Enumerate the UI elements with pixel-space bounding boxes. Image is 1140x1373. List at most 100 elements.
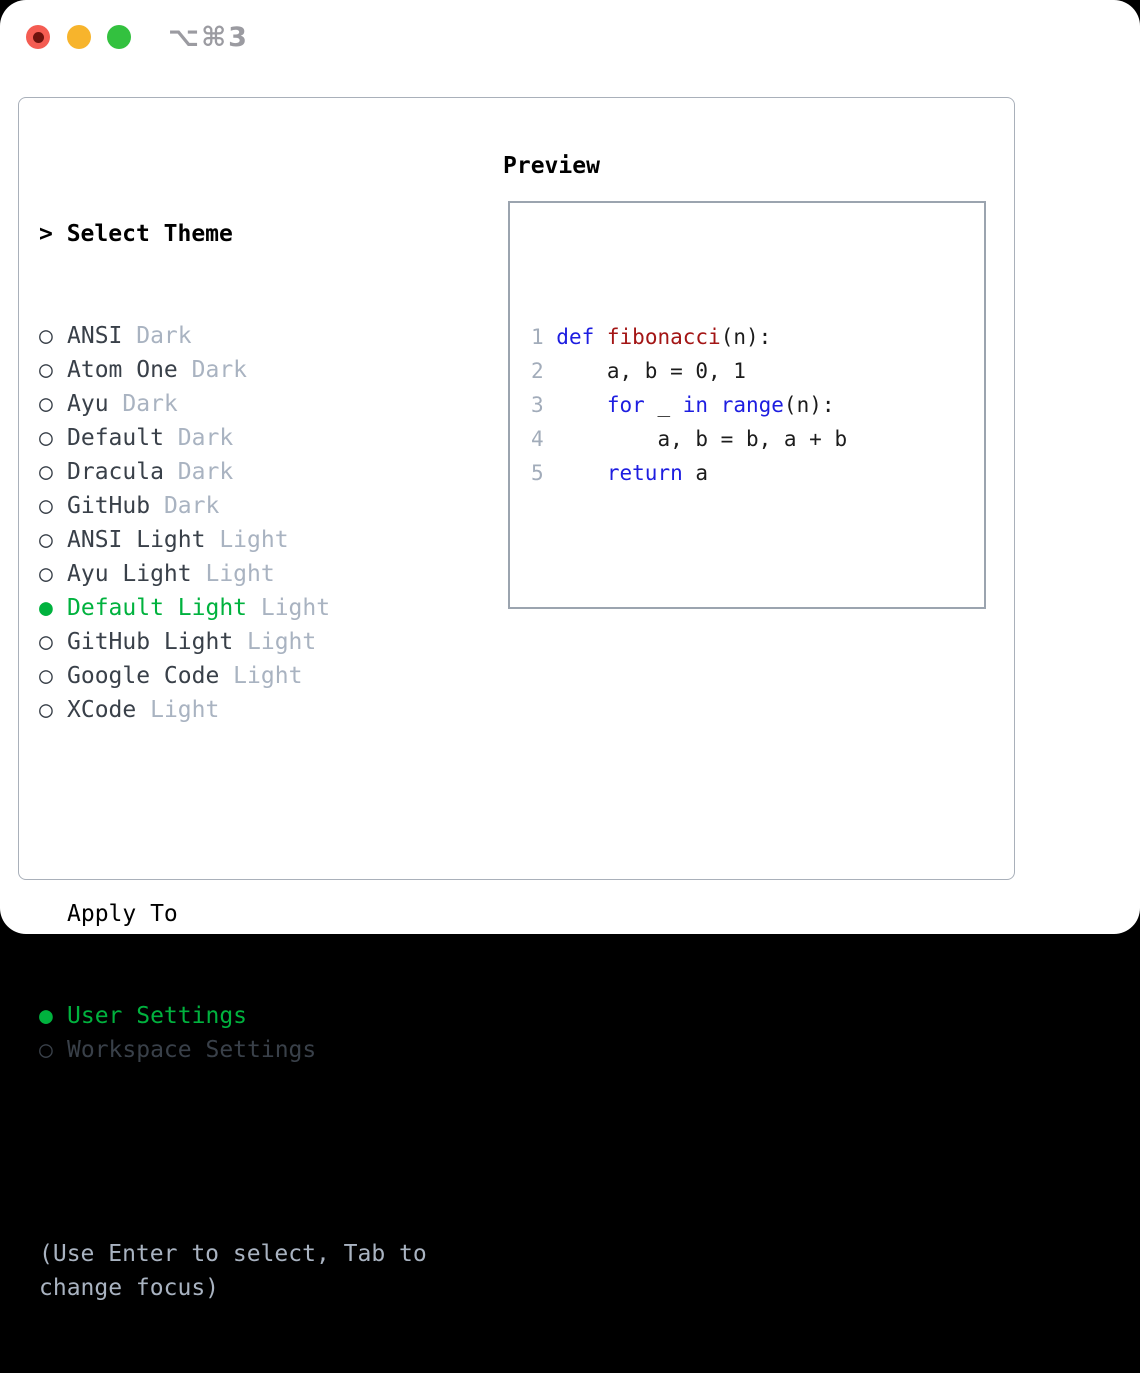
theme-option-ansi[interactable]: ○ ANSI Dark	[39, 319, 499, 353]
theme-name: Dracula	[67, 459, 164, 485]
code-token-plain	[594, 325, 607, 349]
theme-name: Google Code	[67, 663, 220, 689]
code-token-keyword: in	[682, 393, 709, 417]
spacer-row	[39, 1135, 499, 1169]
apply-option-label: Workspace Settings	[67, 1037, 317, 1063]
minimize-button[interactable]	[67, 25, 91, 49]
theme-option-github[interactable]: ○GitHub Dark	[39, 489, 499, 523]
theme-option-default-light[interactable]: ●Default Light Light	[39, 591, 499, 625]
code-token-function: fibonacci	[606, 325, 721, 349]
theme-picker-panel: > Select Theme ○ANSI Dark○Atom One Dark○…	[18, 97, 1015, 1301]
code-token-keyword: range	[720, 393, 784, 417]
line-number: 3	[531, 393, 557, 417]
code-token-plain	[556, 461, 607, 485]
code-line: 4 a, b = b, a + b	[531, 422, 984, 456]
close-dot-icon	[32, 31, 44, 43]
code-token-plain	[708, 393, 721, 417]
code-token-plain: a, b = 0, 1	[556, 359, 746, 383]
theme-variant: Dark	[122, 323, 192, 349]
code-token-keyword: def	[556, 325, 595, 349]
code-line: 1 def fibonacci(n):	[531, 320, 984, 354]
radio-unselected-icon: ○	[39, 357, 53, 383]
radio-unselected-icon: ○	[39, 697, 53, 723]
line-number: 2	[531, 359, 557, 383]
theme-variant: Light	[219, 663, 303, 689]
theme-option-ayu[interactable]: ○ Ayu Dark	[39, 387, 499, 421]
apply-option-workspace-settings[interactable]: ○ Workspace Settings	[39, 1033, 499, 1067]
radio-unselected-icon: ○	[39, 425, 53, 451]
theme-option-ansi-light[interactable]: ○ ANSI Light Light	[39, 523, 499, 557]
code-token-plain: a, b = b, a + b	[556, 427, 848, 451]
theme-option-dracula[interactable]: ○ Dracula Dark	[39, 455, 499, 489]
code-token-plain: (n):	[720, 325, 772, 349]
prompt-caret: >	[39, 221, 67, 247]
radio-selected-icon: ●	[39, 1003, 53, 1029]
apply-to-header: Apply To	[67, 901, 178, 927]
radio-unselected-icon: ○	[39, 663, 53, 689]
apply-to-list: ● User Settings ○ Workspace Settings	[39, 999, 499, 1067]
left-column: > Select Theme ○ANSI Dark○Atom One Dark○…	[39, 149, 499, 1373]
radio-unselected-icon: ○	[39, 323, 53, 349]
theme-variant: Dark	[163, 425, 234, 451]
select-theme-header: > Select Theme	[39, 217, 499, 251]
theme-option-google-code[interactable]: ○ Google Code Light	[39, 659, 499, 693]
theme-option-xcode[interactable]: ○ XCode Light	[39, 693, 499, 727]
code-token-plain: _	[644, 393, 683, 417]
line-number: 4	[531, 427, 557, 451]
theme-option-atom-one[interactable]: ○ Atom One Dark	[39, 353, 499, 387]
theme-name: GitHub	[67, 493, 151, 519]
select-theme-title: Select Theme	[66, 221, 233, 247]
theme-name: Ayu	[67, 391, 109, 417]
close-button[interactable]	[26, 25, 50, 49]
code-token-keyword: return	[606, 461, 683, 485]
theme-option-ayu-light[interactable]: ○Ayu Light Light	[39, 557, 499, 591]
theme-name: Default	[67, 425, 164, 451]
line-number: 1	[531, 325, 557, 349]
theme-variant: Dark	[150, 493, 220, 519]
keyboard-shortcut-label: ⌥⌘3	[168, 22, 249, 53]
code-token-plain	[556, 393, 607, 417]
theme-name: GitHub Light	[67, 629, 234, 655]
code-line: 5 return a	[531, 456, 984, 490]
theme-name: XCode	[67, 697, 137, 723]
theme-name: ANSI	[67, 323, 123, 349]
theme-name: Ayu Light	[67, 561, 192, 587]
theme-variant: Light	[247, 595, 331, 621]
line-number: 5	[531, 461, 557, 485]
radio-unselected-icon: ○	[39, 629, 53, 655]
preview-title: Preview	[503, 153, 600, 179]
radio-unselected-icon: ○	[39, 459, 53, 485]
radio-unselected-icon: ○	[39, 391, 53, 417]
theme-name: ANSI Light	[67, 527, 206, 553]
code-line: 3 for _ in range(n):	[531, 388, 984, 422]
theme-variant: Light	[136, 697, 220, 723]
radio-unselected-icon: ○	[39, 1037, 53, 1063]
titlebar: ⌥⌘3	[0, 0, 1140, 74]
theme-variant: Light	[191, 561, 275, 587]
code-token-plain: (n):	[783, 393, 835, 417]
theme-name: Default Light	[67, 595, 248, 621]
theme-option-default[interactable]: ○ Default Dark	[39, 421, 499, 455]
help-line: (Use Enter to select, Tab to	[39, 1241, 427, 1267]
theme-variant: Light	[233, 629, 317, 655]
theme-variant: Dark	[177, 357, 248, 383]
zoom-button[interactable]	[107, 25, 131, 49]
radio-unselected-icon: ○	[39, 527, 53, 553]
theme-option-github-light[interactable]: ○ GitHub Light Light	[39, 625, 499, 659]
code-line: 2 a, b = 0, 1	[531, 354, 984, 388]
app-window: ⌥⌘3 > Select Theme ○ ANSI Dark ○ Atom One D…	[0, 0, 1140, 1301]
blank-code-line	[531, 558, 984, 592]
spacer-row	[39, 795, 499, 829]
theme-variant: Light	[205, 527, 289, 553]
code-token-plain: a	[682, 461, 709, 485]
theme-variant: Dark	[108, 391, 178, 417]
apply-option-label: User Settings	[67, 1003, 248, 1029]
theme-list: ○ ANSI Dark ○ Atom One Dark ○ Ayu Dark ○ Defaul…	[39, 319, 499, 727]
theme-variant: Dark	[163, 459, 234, 485]
apply-option-user-settings[interactable]: ● User Settings	[39, 999, 499, 1033]
theme-name: Atom One	[67, 357, 178, 383]
